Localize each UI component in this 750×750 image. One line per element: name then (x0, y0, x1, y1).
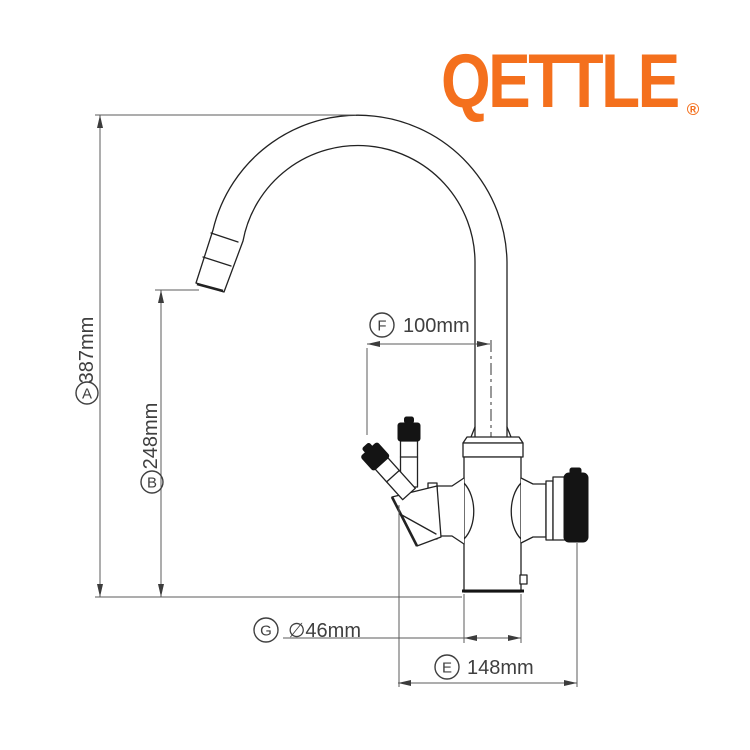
dim-g-arrow-right (508, 635, 521, 641)
riser-flare-right (506, 426, 512, 438)
handle-tilted-band (385, 469, 400, 483)
dim-b-value: 248mm (140, 403, 162, 470)
dim-f-letter: F (377, 318, 386, 335)
spout-band-lower (202, 256, 232, 267)
handle-tilted-nub (362, 443, 373, 453)
right-handle-knob (563, 472, 589, 543)
riser-flare-left (470, 426, 476, 438)
dimension-F: F 100mm (367, 312, 490, 347)
dim-g-value: ∅46mm (288, 620, 361, 642)
dim-e-value: 148mm (467, 657, 534, 679)
dimension-B: B 248mm (140, 290, 164, 597)
mixer-lever-crease (399, 513, 437, 535)
spout-outlet-face (196, 282, 224, 293)
handle-vertical-cap (397, 422, 421, 442)
body-side-tab (519, 574, 528, 585)
dim-b-arrow-bottom (158, 584, 164, 597)
dim-g-circle (253, 617, 279, 643)
dim-a-letter: A (82, 386, 92, 403)
right-arm-neck (520, 477, 547, 544)
dim-e-arrow-right (564, 680, 577, 686)
dimension-E: E 148mm (398, 654, 577, 686)
handle-vertical-nub (404, 416, 414, 424)
right-handle-nub (569, 467, 582, 475)
dim-g-letter: G (260, 623, 272, 640)
dim-f-circle (369, 312, 395, 338)
dim-g-arrow-left (464, 635, 477, 641)
right-arm-flange (545, 480, 554, 541)
dim-f-value: 100mm (403, 315, 470, 337)
dim-b-letter: B (147, 475, 157, 492)
dimension-lines: A 387mm B 248mm F 100mm (75, 114, 578, 687)
handle-tilted (361, 442, 416, 501)
dim-e-letter: E (442, 660, 452, 677)
dim-f-arrow-right (477, 341, 490, 347)
handle-vertical (397, 416, 421, 488)
body-waist-left (463, 482, 475, 540)
registered-trademark-icon: ® (686, 100, 700, 119)
dimension-G: G ∅46mm (253, 617, 521, 643)
tap-outline (195, 114, 589, 593)
mixer-lever-edge (390, 496, 419, 547)
dimension-A: A 387mm (75, 115, 103, 597)
dim-a-circle (75, 381, 99, 405)
dim-b-circle (140, 470, 164, 494)
dim-f-arrow-left (367, 341, 380, 347)
dim-a-arrow-bottom (97, 584, 103, 597)
right-arm (520, 467, 589, 544)
brand-name: QETTLE (441, 39, 680, 124)
dim-a-value: 387mm (76, 317, 98, 384)
collar-ring (462, 442, 524, 458)
dim-b-arrow-top (158, 290, 164, 303)
collar-bevel (462, 436, 524, 444)
dim-e-circle (434, 654, 460, 680)
dim-a-arrow-top (97, 115, 103, 128)
dim-e-arrow-left (398, 680, 411, 686)
gooseneck-spout (195, 114, 508, 438)
qettle-logo: QETTLE® (441, 44, 699, 120)
spout-band-upper (210, 232, 239, 243)
body-waist-right (510, 482, 522, 540)
